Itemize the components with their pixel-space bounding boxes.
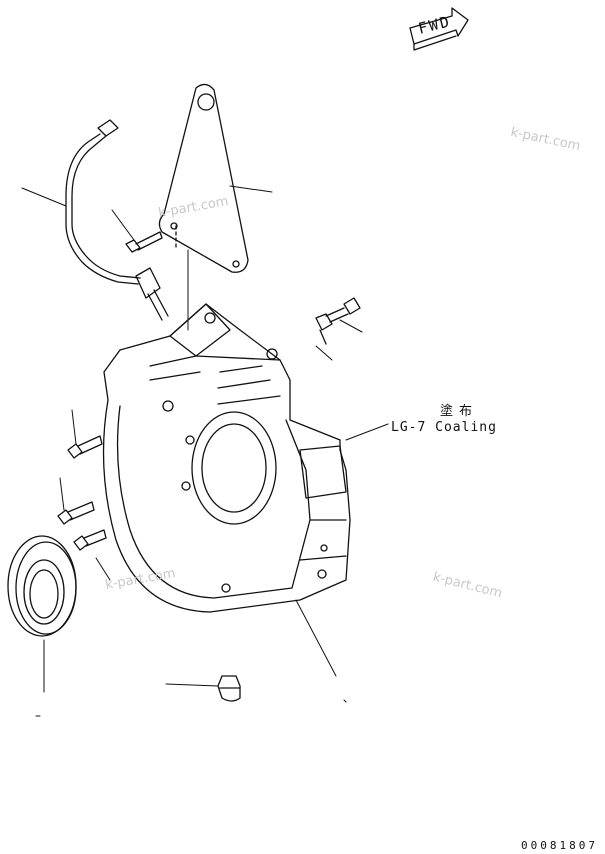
coating-label-en: LG-7 Coaling	[391, 420, 497, 435]
drawing-number: 00081807	[521, 839, 598, 852]
leader-lines	[21, 185, 389, 717]
bolt-upper	[125, 231, 163, 253]
bolt-left-2	[57, 501, 95, 525]
sensor-harness	[65, 119, 169, 321]
bolt-left-3	[73, 529, 107, 551]
plug	[217, 675, 241, 702]
oil-seal	[7, 535, 77, 637]
triangular-bracket	[158, 83, 249, 273]
bolt-left-1	[67, 435, 103, 459]
coating-label-jp: 塗布	[440, 404, 479, 419]
flywheel-housing	[102, 303, 351, 613]
bolt-right	[315, 297, 361, 345]
fwd-arrow-icon	[409, 7, 469, 51]
